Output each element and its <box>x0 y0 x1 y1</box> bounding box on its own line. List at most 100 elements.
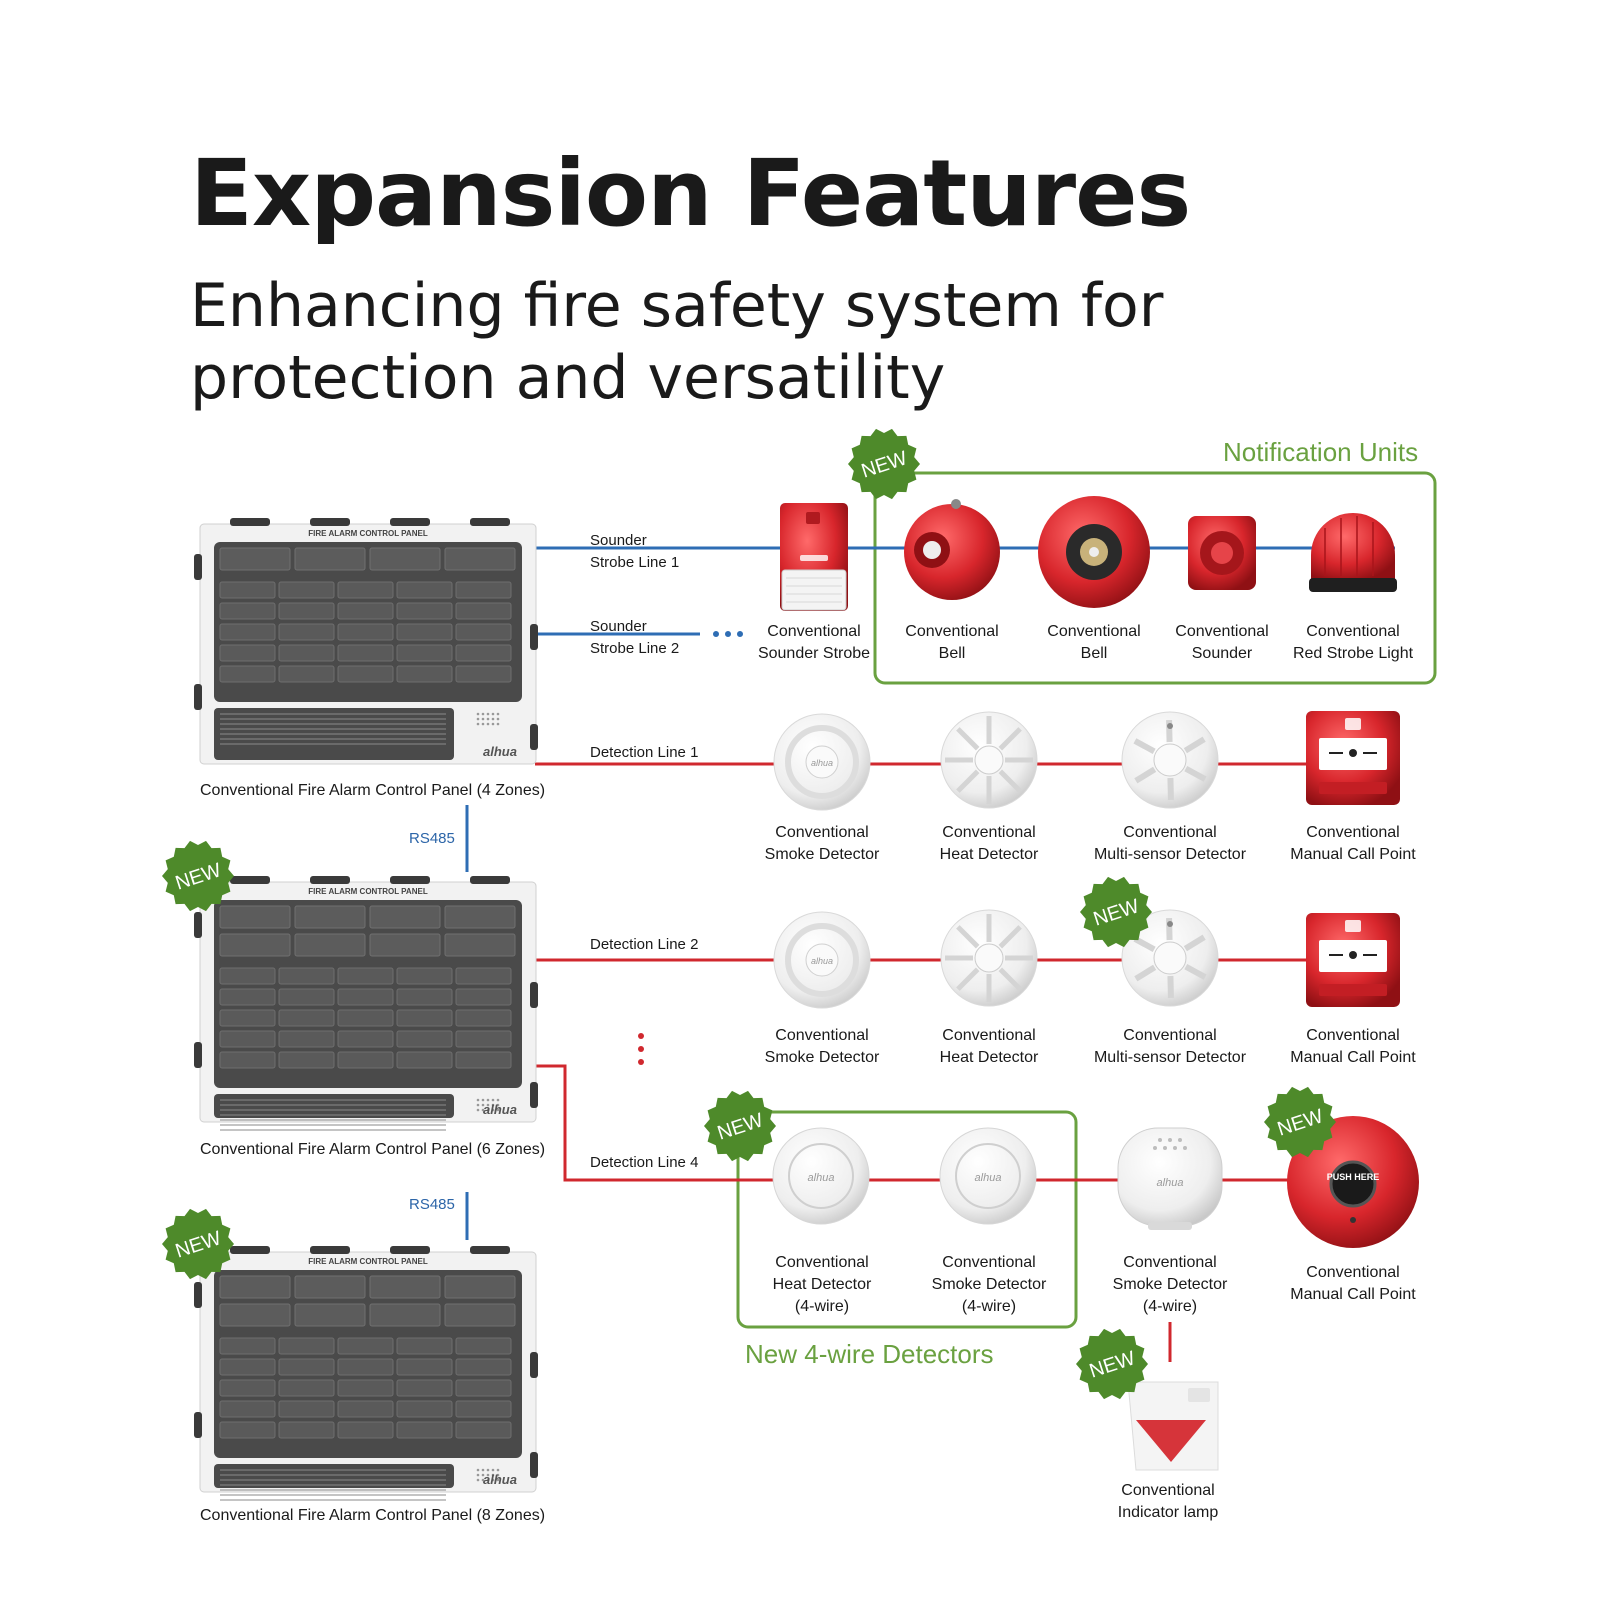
device-label-line: Conventional <box>942 1027 1036 1044</box>
device-label-line: Conventional <box>1123 824 1217 841</box>
device-label-line: Manual Call Point <box>1290 1049 1416 1066</box>
line-label-text: Sounder <box>590 532 647 549</box>
detection-line-1-label: Detection Line 1 <box>590 744 699 761</box>
device-label-line: Smoke Detector <box>764 1049 880 1066</box>
manual-call-point-r2 <box>1306 913 1400 1007</box>
smoke-detector-4wire-2: alhua <box>1117 1127 1223 1230</box>
device-label-line: Conventional <box>767 623 861 640</box>
device-label-line: Conventional <box>1123 1027 1217 1044</box>
page-subtitle: Enhancing fire safety system for protect… <box>190 271 1164 413</box>
sounder-line-1-label: Sounder Strobe Line 1 <box>590 530 679 574</box>
panel-caption-6-zones: Conventional Fire Alarm Control Panel (6… <box>200 1141 546 1158</box>
indicator-lamp-device <box>1127 1381 1219 1471</box>
new-badge-panel-8-zones: NEW <box>162 1208 234 1280</box>
device-label-line: (4-wire) <box>794 1298 850 1315</box>
device-label-line: Multi-sensor Detector <box>1093 1049 1247 1066</box>
multi-sensor-detector-r2 <box>1121 909 1219 1007</box>
panel-heading: FIRE ALARM CONTROL PANEL <box>308 1257 428 1266</box>
rs485-label-2: RS485 <box>409 1196 455 1213</box>
new-badge-4wire: NEW <box>704 1090 776 1162</box>
smoke-detector-r2: alhua <box>773 911 871 1009</box>
brand-mark: alhua <box>1157 1177 1184 1189</box>
smoke-detector-r1: alhua <box>773 713 871 811</box>
device-label-line: Conventional <box>1306 1264 1400 1281</box>
sounder-strobe-device <box>780 503 848 611</box>
device-label-line: Conventional <box>1306 1027 1400 1044</box>
brand-mark: alhua <box>808 1172 835 1184</box>
line-label-text: Strobe Line 2 <box>590 640 680 657</box>
brand-mark: alhua <box>811 956 833 966</box>
device-label-line: Conventional <box>1175 623 1269 640</box>
bell-device-1 <box>904 499 1000 600</box>
device-label-line: Conventional <box>775 824 869 841</box>
more-lines-dots <box>638 1033 644 1065</box>
device-label-line: Heat Detector <box>939 846 1039 863</box>
device-label-line: Indicator lamp <box>1117 1504 1219 1521</box>
control-panel-6-zones: FIRE ALARM CONTROL PANEL alhua <box>194 876 538 1131</box>
device-label-line: Smoke Detector <box>1112 1276 1228 1293</box>
multi-sensor-detector-r1 <box>1121 711 1219 809</box>
sounder-strobe-line-2 <box>535 631 743 637</box>
four-wire-detectors-label: New 4-wire Detectors <box>745 1339 994 1369</box>
device-label-line: Conventional <box>1123 1254 1217 1271</box>
heat-detector-4wire: alhua <box>772 1127 870 1225</box>
smoke-detector-4wire: alhua <box>939 1127 1037 1225</box>
device-label-line: Bell <box>1080 645 1108 662</box>
new-badge-notification: NEW <box>848 428 920 500</box>
device-label-line: Heat Detector <box>939 1049 1039 1066</box>
new-badge-indicator-lamp: NEW <box>1076 1328 1148 1400</box>
device-label-line: Conventional <box>905 623 999 640</box>
device-label-line: Sounder <box>1191 645 1253 662</box>
brand-mark: alhua <box>811 758 833 768</box>
brand-mark: alhua <box>483 1102 517 1117</box>
device-label-line: Conventional <box>942 824 1036 841</box>
rs485-label-1: RS485 <box>409 830 455 847</box>
brand-mark: alhua <box>975 1172 1002 1184</box>
panel-heading: FIRE ALARM CONTROL PANEL <box>308 529 428 538</box>
notification-units-label: Notification Units <box>1223 437 1419 467</box>
device-label-line: (4-wire) <box>1142 1298 1198 1315</box>
device-label-line: Heat Detector <box>772 1276 872 1293</box>
device-label-line: Conventional <box>1306 623 1400 640</box>
heat-detector-r1 <box>940 711 1038 809</box>
four-wire-detectors-box <box>736 1110 1078 1329</box>
heat-detector-r2 <box>940 909 1038 1007</box>
control-panel-4-zones: FIRE ALARM CONTROL PANEL alhua <box>194 518 538 765</box>
device-label-line: Sounder Strobe <box>757 645 871 662</box>
line-label-text: Sounder <box>590 618 647 635</box>
detection-line-2-label: Detection Line 2 <box>590 936 699 953</box>
device-label-line: Smoke Detector <box>764 846 880 863</box>
device-label-line: Manual Call Point <box>1290 1286 1416 1303</box>
device-label-line: Smoke Detector <box>931 1276 1047 1293</box>
detection-line-4-label: Detection Line 4 <box>590 1154 699 1171</box>
new-badge-manual-call-point: NEW <box>1264 1086 1336 1158</box>
device-label-line: Bell <box>938 645 966 662</box>
new-badge-multi-sensor: NEW <box>1080 876 1152 948</box>
panel-heading: FIRE ALARM CONTROL PANEL <box>308 887 428 896</box>
panel-caption-4-zones: Conventional Fire Alarm Control Panel (4… <box>200 782 546 799</box>
panel-caption-8-zones: Conventional Fire Alarm Control Panel (8… <box>200 1507 546 1524</box>
device-label-line: Manual Call Point <box>1290 846 1416 863</box>
manual-call-point-r1 <box>1306 711 1400 805</box>
brand-mark: alhua <box>483 744 517 759</box>
device-label-line: Conventional <box>1121 1482 1215 1499</box>
device-label-line: Red Strobe Light <box>1292 645 1414 662</box>
red-strobe-light-device <box>1309 513 1397 592</box>
